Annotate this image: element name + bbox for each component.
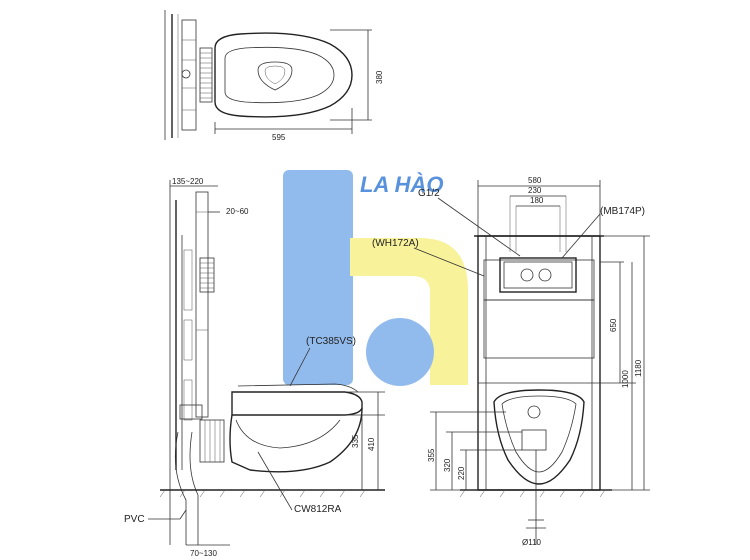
watermark-logo: LA HÀO [283,170,468,386]
watermark-text: LA HÀO [360,172,444,197]
top-view: 595 380 [164,10,384,142]
label-cw812ra: CW812RA [294,504,342,515]
label-wh172a: (WH172A) [372,238,419,249]
dim-580: 580 [528,176,542,185]
side-view: 135~220 20~60 [124,177,385,558]
front-view: 580 230 180 Ø110 [372,176,650,547]
dim-595: 595 [272,133,286,142]
dim-355: 355 [427,448,436,462]
dim-20-60: 20~60 [226,207,249,216]
label-mb174p: (MB174P) [600,206,645,217]
dim-220: 220 [457,466,466,480]
dim-135-220: 135~220 [172,177,204,186]
dim-320: 320 [443,458,452,472]
dim-650: 650 [609,318,618,332]
watermark-blue-circle [366,318,434,386]
label-g12: G1/2 [418,188,440,199]
watermark-yellow-arch [350,238,468,385]
dim-1180: 1180 [634,359,643,377]
dim-380: 380 [375,70,384,84]
dim-230: 230 [528,186,542,195]
dim-1000: 1000 [621,370,630,388]
dim-335: 335 [351,434,360,448]
dim-70-130: 70~130 [190,549,217,558]
dim-110: Ø110 [522,538,542,547]
dim-180: 180 [530,196,544,205]
label-pvc: PVC [124,514,145,525]
watermark-blue-bar [283,170,353,385]
label-tc385vs: (TC385VS) [306,336,356,347]
dim-410: 410 [367,437,376,451]
